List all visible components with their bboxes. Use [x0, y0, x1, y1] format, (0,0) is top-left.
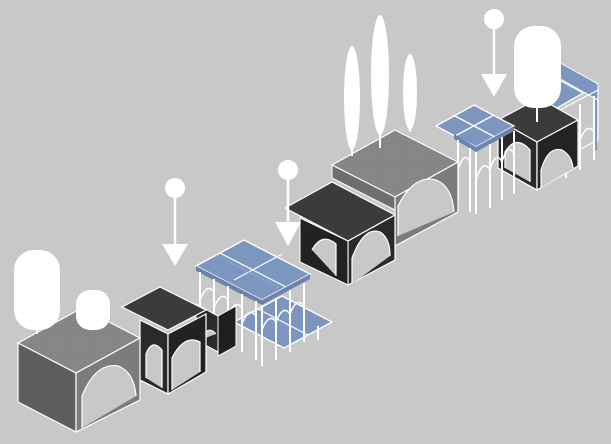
- cypress-icon: [344, 46, 360, 150]
- tree-icon: [514, 26, 561, 108]
- cypress-trees: [344, 15, 417, 156]
- cypress-icon: [371, 15, 389, 135]
- tree-icon: [14, 250, 60, 330]
- down-arrow-icon: [162, 178, 188, 266]
- down-arrow-icon: [481, 9, 507, 97]
- tree-icon: [76, 290, 110, 330]
- cypress-icon: [403, 54, 417, 130]
